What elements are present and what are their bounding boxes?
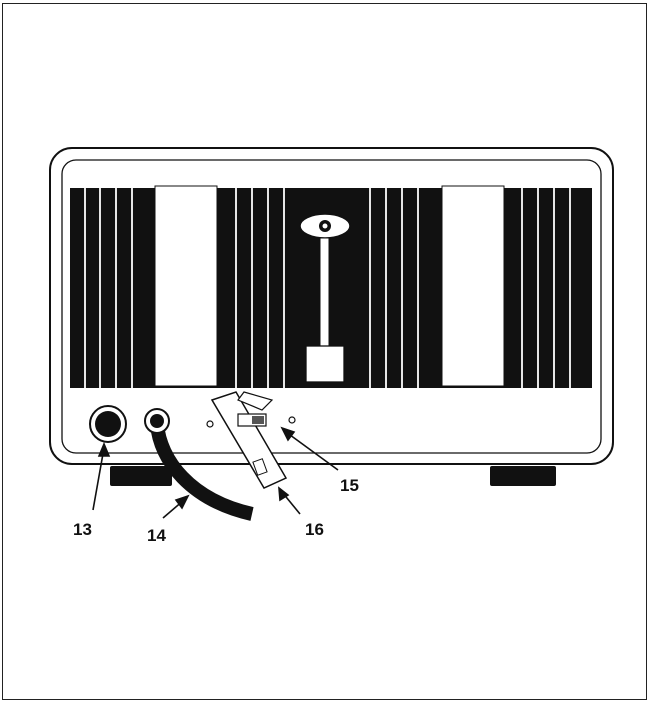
callout-14: 14: [147, 526, 166, 545]
callout-13: 13: [73, 520, 92, 539]
center-bracket: [299, 213, 351, 383]
callout-15: 15: [340, 476, 359, 495]
bracket-16: [206, 391, 288, 489]
arrow-15: [285, 431, 339, 471]
left-panel: [154, 185, 218, 387]
fuse-15: [237, 413, 296, 427]
right-panel: [441, 185, 505, 387]
leader-arrows: [92, 426, 339, 519]
cabinet-inner: [61, 159, 602, 454]
connector-13: [89, 405, 127, 443]
callout-16: 16: [305, 520, 324, 539]
right-foot: [490, 466, 556, 486]
cable-14: [144, 408, 254, 521]
arrow-13: [92, 447, 105, 511]
left-foot: [110, 466, 172, 486]
